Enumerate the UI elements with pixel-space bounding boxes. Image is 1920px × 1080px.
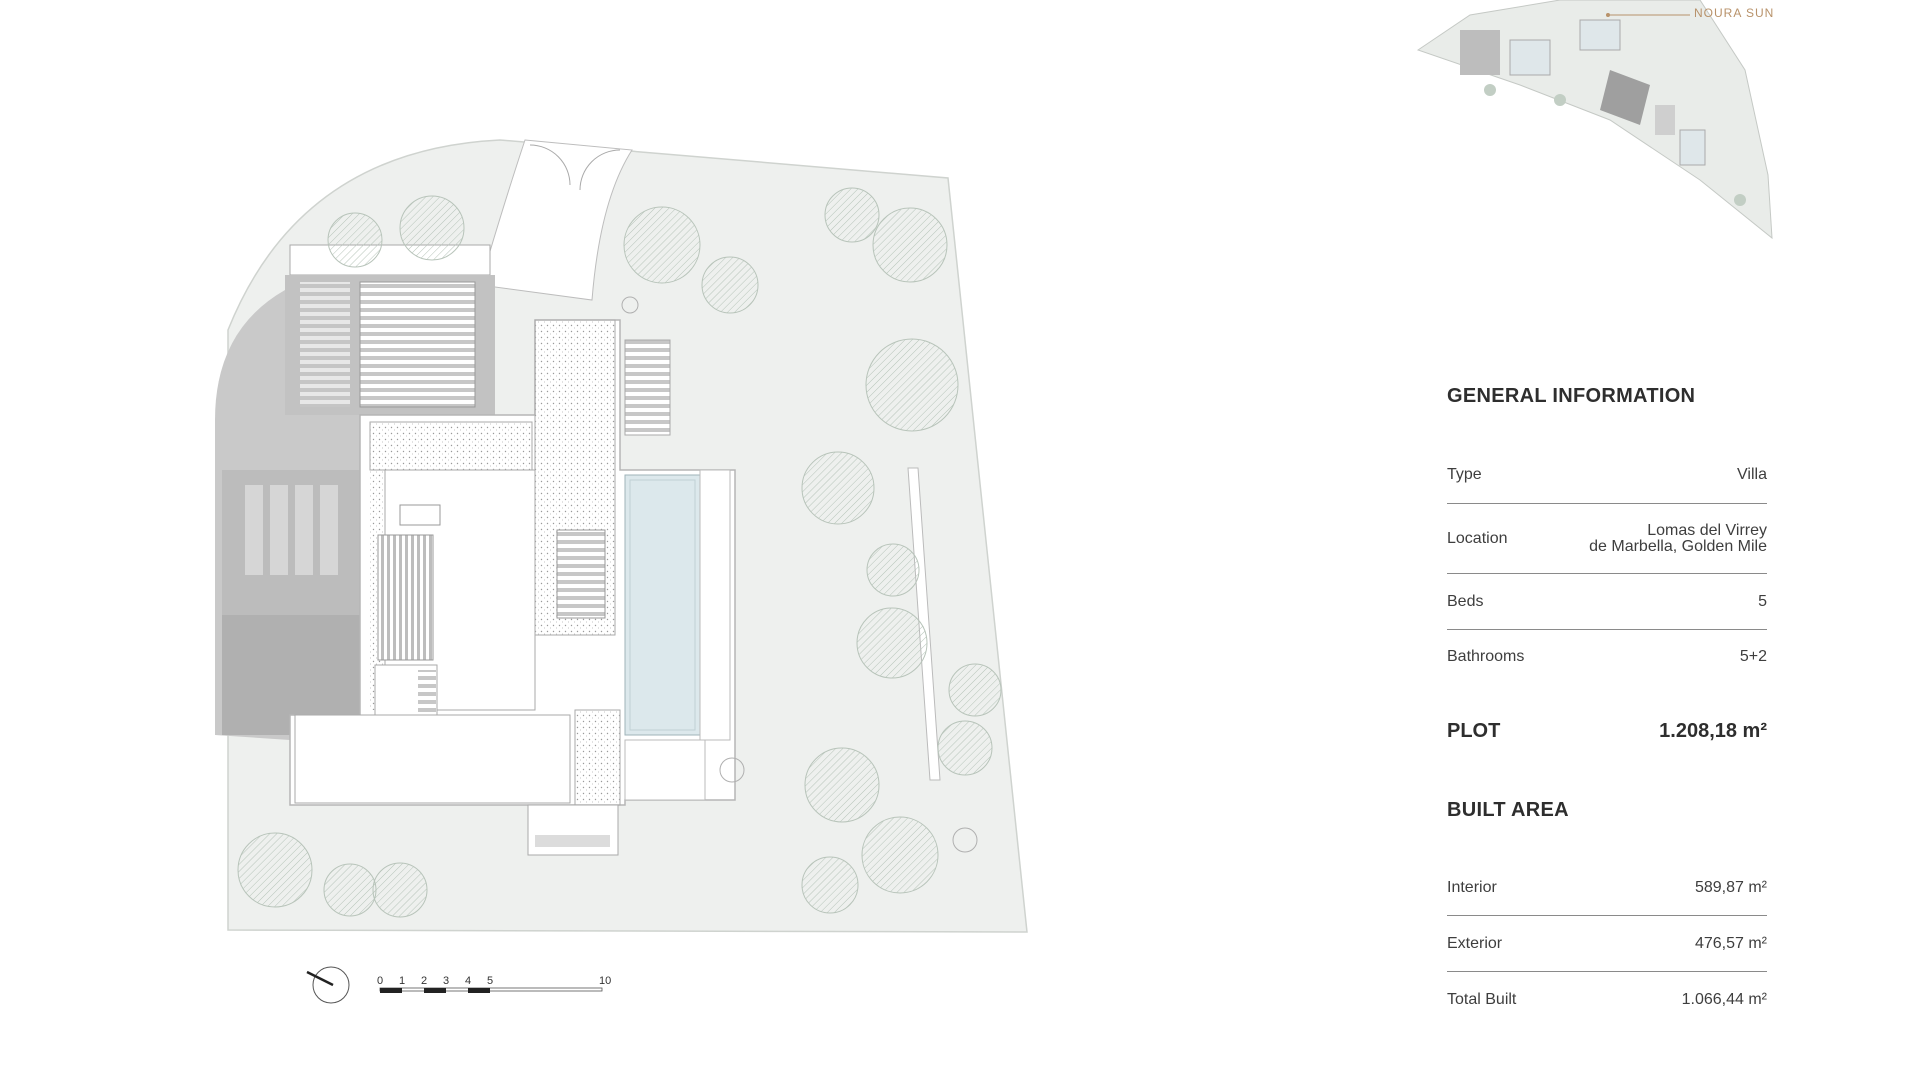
- info-value: 5+2: [1739, 648, 1767, 665]
- scale-tick-label: 2: [421, 975, 427, 987]
- scale-tick-label: 4: [465, 975, 471, 987]
- info-label: Beds: [1447, 592, 1484, 610]
- info-row-type: Type Villa: [1447, 446, 1767, 504]
- info-row-beds: Beds 5: [1447, 574, 1767, 630]
- gravel-roof-2: [369, 421, 533, 471]
- info-label: Total Built: [1447, 991, 1517, 1008]
- pergola-slats: [359, 281, 476, 408]
- info-row-location: Location Lomas del Virrey de Marbella, G…: [1447, 504, 1767, 574]
- entrance-path: [479, 139, 633, 301]
- north-arrow-icon: [306, 966, 350, 1004]
- info-row-exterior: Exterior 476,57 m²: [1447, 916, 1767, 972]
- info-label: Interior: [1447, 878, 1497, 896]
- info-label: Bathrooms: [1447, 648, 1525, 665]
- built-area-heading: BUILT AREA: [1447, 799, 1569, 821]
- general-information-heading: GENERAL INFORMATION: [1447, 385, 1696, 407]
- plot-row: PLOT 1.208,18 m²: [1447, 714, 1767, 748]
- plot-value: 1.208,18 m²: [1659, 719, 1767, 742]
- info-value: 5: [1758, 592, 1767, 610]
- stair-slats: [556, 529, 606, 619]
- info-panel: GENERAL INFORMATION Type Villa Location …: [1447, 380, 1767, 1028]
- scale-bar: [379, 987, 603, 993]
- brand-label: NOURA SUN: [1694, 6, 1775, 20]
- scale-tick-label: 1: [399, 975, 405, 987]
- plot-label: PLOT: [1447, 719, 1501, 742]
- gravel-roof-3: [574, 709, 621, 806]
- info-label: Exterior: [1447, 934, 1503, 952]
- pool: [624, 474, 701, 736]
- terrace-south: [527, 804, 619, 856]
- info-value: 589,87 m²: [1694, 878, 1767, 896]
- skylight-slats: [377, 534, 434, 661]
- info-label: Type: [1447, 465, 1482, 483]
- info-value: Lomas del Virrey de Marbella, Golden Mil…: [1589, 521, 1767, 555]
- location-minimap: [1416, 0, 1773, 240]
- info-value: 1.066,44 m²: [1681, 991, 1767, 1008]
- pergola: [289, 244, 491, 276]
- scale-tick-label: 10: [599, 975, 611, 987]
- info-row-interior: Interior 589,87 m²: [1447, 860, 1767, 916]
- deck-stairs: [624, 339, 671, 436]
- info-value: Villa: [1737, 465, 1767, 483]
- scale-tick-label: 3: [443, 975, 449, 987]
- info-row-bathrooms: Bathrooms 5+2: [1447, 630, 1767, 684]
- trees: [237, 187, 1002, 918]
- info-row-total-built: Total Built 1.066,44 m²: [1447, 972, 1767, 1028]
- info-label: Location: [1447, 529, 1508, 547]
- scale-tick-label: 0: [377, 975, 383, 987]
- scale-tick-label: 5: [487, 975, 493, 987]
- info-value: 476,57 m²: [1694, 934, 1767, 952]
